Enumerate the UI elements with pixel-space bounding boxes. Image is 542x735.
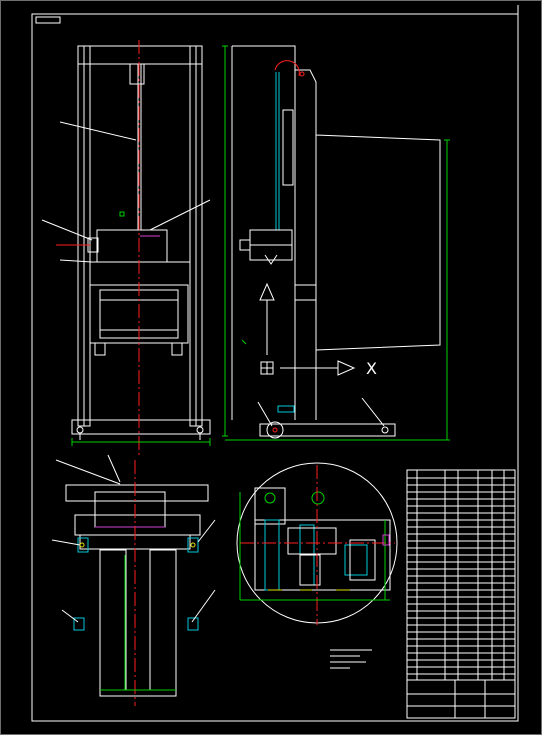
front-view [41,40,211,456]
detail-view [236,462,398,669]
side-view: X [222,45,450,441]
title-block [406,469,516,719]
sheet-border [31,5,519,722]
plan-view [51,454,216,706]
view-marker: X [366,359,377,378]
bom-rows [407,477,515,675]
